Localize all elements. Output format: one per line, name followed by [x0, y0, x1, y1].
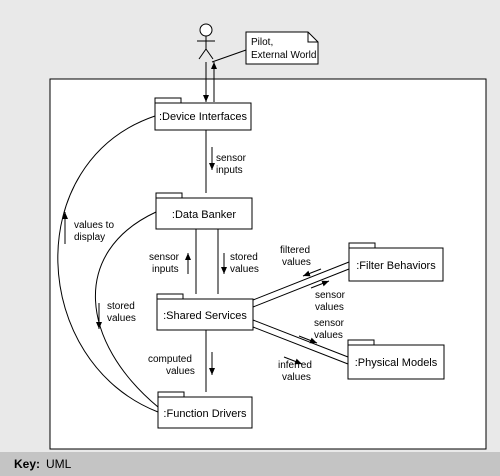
label-stored-values-left-2: values: [107, 313, 136, 324]
label-filtered-values-2: values: [282, 257, 311, 268]
actor-label-line1: Pilot,: [251, 37, 273, 48]
package-label: :Function Drivers: [163, 408, 247, 420]
label-sensor-inputs-top-2: inputs: [216, 165, 243, 176]
label-values-to-display-2: display: [74, 232, 105, 243]
package-label: :Filter Behaviors: [356, 260, 436, 272]
package-physical-models: :Physical Models: [347, 339, 445, 380]
label-stored-values-right-2: values: [230, 264, 259, 275]
package-function-drivers: :Function Drivers: [157, 391, 253, 429]
package-shared-services: :Shared Services: [156, 293, 254, 331]
flow-arrows: [62, 147, 330, 375]
label-sensor-inputs-left-2: inputs: [152, 264, 179, 275]
label-sensor-values-filter-1: sensor: [315, 290, 346, 301]
label-filtered-values-1: filtered: [280, 245, 310, 256]
label-sensor-values-models-2: values: [314, 330, 343, 341]
label-sensor-values-models-1: sensor: [314, 318, 345, 329]
label-inferred-values-1: inferred: [278, 360, 312, 371]
key-bar: Key: UML: [0, 452, 500, 476]
package-data-banker: :Data Banker: [155, 192, 253, 230]
key-title: Key:: [14, 457, 41, 471]
package-label: :Physical Models: [355, 357, 438, 369]
label-computed-values-1: computed: [148, 354, 192, 365]
label-sensor-inputs-left-1: sensor: [149, 252, 180, 263]
actor-note: Pilot, External World: [211, 31, 319, 65]
connectors: [57, 115, 350, 413]
label-sensor-values-filter-2: values: [315, 302, 344, 313]
label-values-to-display-1: values to: [74, 220, 114, 231]
actor-label-line2: External World: [251, 50, 316, 61]
label-computed-values-2: values: [166, 366, 195, 377]
package-label: :Device Interfaces: [159, 111, 248, 123]
label-stored-values-right-1: stored: [230, 252, 258, 263]
label-stored-values-left-1: stored: [107, 301, 135, 312]
label-sensor-inputs-top-1: sensor: [216, 153, 247, 164]
label-inferred-values-2: values: [282, 372, 311, 383]
package-label: :Shared Services: [163, 310, 247, 322]
package-device-interfaces: :Device Interfaces: [154, 97, 252, 131]
package-filter-behaviors: :Filter Behaviors: [348, 242, 444, 282]
package-label: :Data Banker: [172, 209, 237, 221]
key-value: UML: [46, 457, 72, 471]
pilot-actor: [197, 23, 215, 60]
